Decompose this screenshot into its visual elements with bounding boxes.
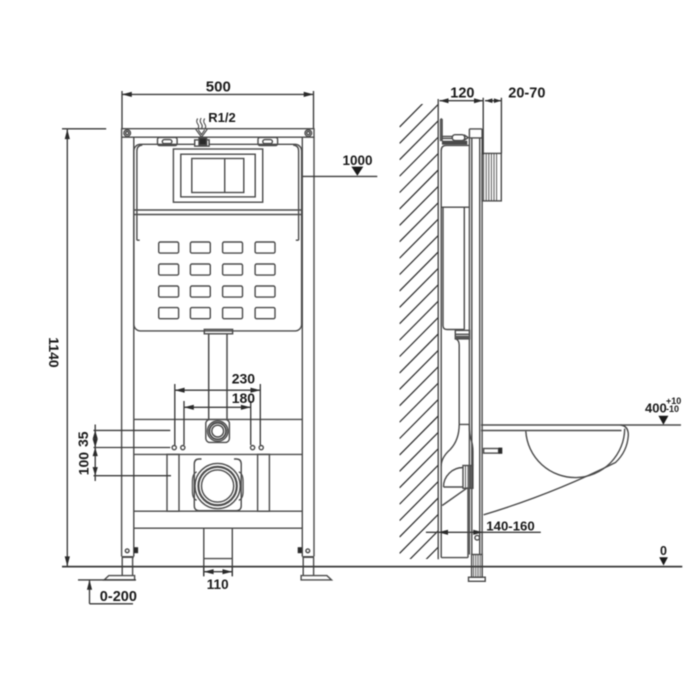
svg-text:180: 180 (232, 390, 256, 406)
svg-text:0: 0 (660, 544, 667, 558)
svg-text:35: 35 (75, 431, 91, 447)
svg-text:R1/2: R1/2 (208, 110, 235, 125)
svg-text:230: 230 (232, 371, 256, 387)
svg-text:110: 110 (207, 577, 229, 592)
svg-text:1000: 1000 (343, 153, 373, 168)
svg-text:500: 500 (206, 78, 231, 95)
svg-text:-10: -10 (666, 404, 679, 414)
svg-text:0-200: 0-200 (100, 589, 137, 605)
svg-text:20-70: 20-70 (508, 85, 545, 101)
svg-text:140-160: 140-160 (486, 519, 534, 534)
svg-text:1140: 1140 (46, 337, 62, 368)
svg-text:+10: +10 (666, 396, 681, 406)
svg-text:120: 120 (450, 85, 474, 101)
svg-text:100: 100 (75, 452, 91, 476)
svg-text:400: 400 (645, 401, 667, 416)
